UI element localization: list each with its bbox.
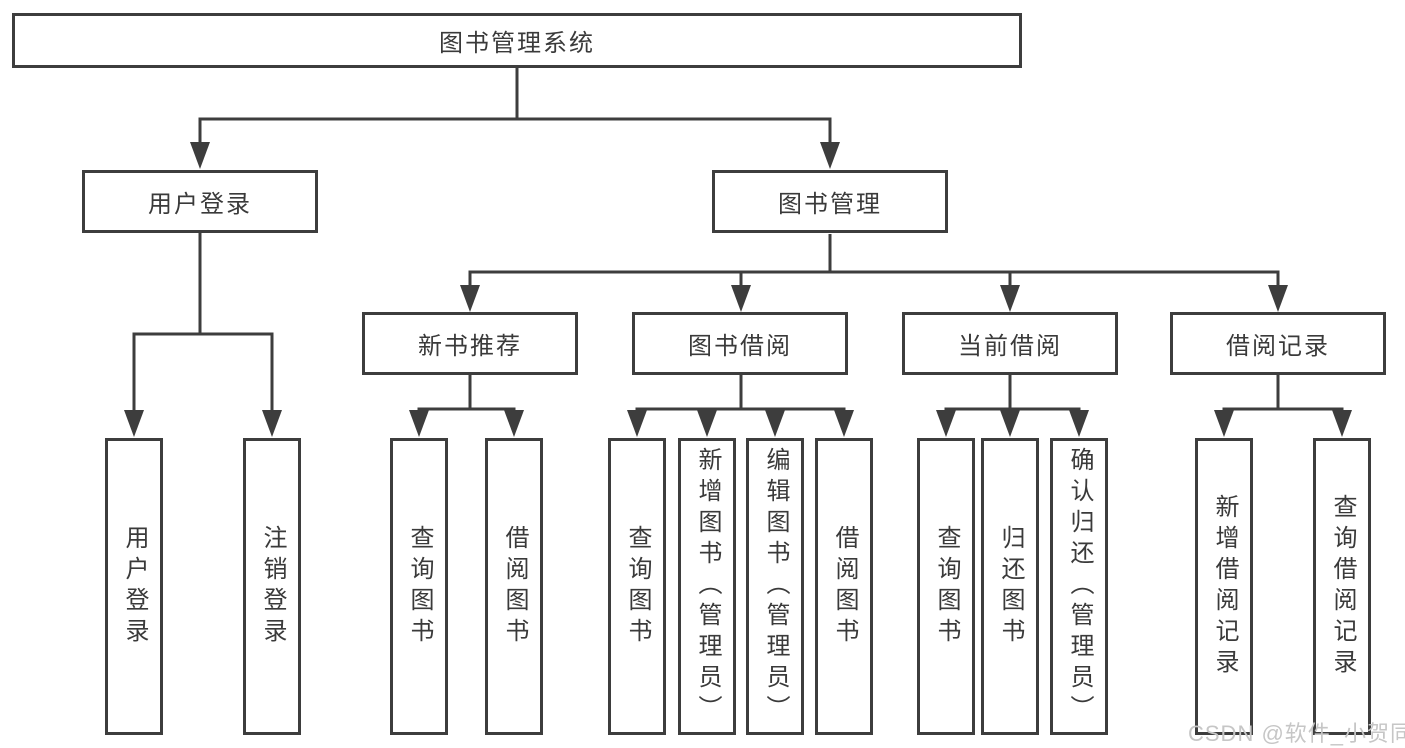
node-label: 用户登录: [121, 524, 148, 649]
arrowhead: [834, 410, 854, 437]
arrowhead: [1000, 410, 1020, 437]
arrowhead: [765, 410, 785, 437]
leaf-confirm-return-admin: 确认归还（管理员）: [1050, 438, 1108, 735]
csdn-watermark: CSDN @软件_小贺同学: [1188, 721, 1405, 746]
node-user-login: 用户登录: [82, 170, 318, 233]
node-label: 编辑图书（管理员）: [762, 447, 789, 726]
node-label: 当前借阅: [958, 333, 1062, 360]
node-label: 新书推荐: [418, 333, 522, 360]
node-borrowing-records: 借阅记录: [1170, 312, 1386, 375]
connector-userlogin-to-leaves: [132, 233, 274, 412]
arrowhead: [1332, 410, 1352, 437]
arrowhead: [697, 410, 717, 437]
arrowhead: [262, 410, 282, 437]
arrowhead: [731, 285, 751, 312]
node-label: 查询图书: [406, 524, 433, 649]
node-label: 注销登录: [259, 524, 286, 649]
node-label: 查询图书: [624, 524, 651, 649]
node-label: 归还图书: [997, 524, 1024, 649]
connector-root-to-level2: [198, 68, 832, 145]
connector-bookborrow-to-leaves: [635, 375, 846, 415]
node-book-borrowing: 图书借阅: [632, 312, 848, 375]
connector-bookmgmt-to-level3: [468, 234, 1280, 288]
arrowhead: [627, 410, 647, 437]
leaf-query-books-newbooks: 查询图书: [390, 438, 448, 735]
leaf-query-books-current: 查询图书: [917, 438, 975, 735]
node-library-management-system: 图书管理系统: [12, 13, 1022, 68]
arrowhead: [504, 410, 524, 437]
node-label: 借阅记录: [1226, 333, 1330, 360]
node-label: 新增借阅记录: [1211, 493, 1238, 680]
leaf-borrow-books-newbooks: 借阅图书: [485, 438, 543, 735]
leaf-add-borrow-record: 新增借阅记录: [1195, 438, 1253, 735]
leaf-borrow-books: 借阅图书: [815, 438, 873, 735]
node-label: 借阅图书: [831, 524, 858, 649]
node-book-management: 图书管理: [712, 170, 948, 233]
node-label: 图书管理: [778, 191, 882, 218]
node-label: 确认归还（管理员）: [1066, 447, 1093, 726]
leaf-return-books: 归还图书: [981, 438, 1039, 735]
node-new-book-recommendation: 新书推荐: [362, 312, 578, 375]
node-label: 借阅图书: [501, 524, 528, 649]
arrowhead: [936, 410, 956, 437]
arrowhead: [1214, 410, 1234, 437]
leaf-edit-books-admin: 编辑图书（管理员）: [746, 438, 804, 735]
arrowhead: [820, 142, 840, 169]
arrowhead: [1268, 285, 1288, 312]
arrowhead: [1069, 410, 1089, 437]
node-label: 用户登录: [148, 191, 252, 218]
leaf-user-login: 用户登录: [105, 438, 163, 735]
leaf-logout: 注销登录: [243, 438, 301, 735]
connector-newbooks-to-leaves: [417, 375, 516, 415]
arrowhead: [409, 410, 429, 437]
leaf-query-borrow-record: 查询借阅记录: [1313, 438, 1371, 735]
arrowhead: [124, 410, 144, 437]
arrowhead: [460, 285, 480, 312]
arrowhead: [190, 142, 210, 169]
leaf-query-books-borrow: 查询图书: [608, 438, 666, 735]
node-current-borrowing: 当前借阅: [902, 312, 1118, 375]
node-label: 新增图书（管理员）: [694, 447, 721, 726]
node-label: 查询图书: [933, 524, 960, 649]
arrowhead: [1000, 285, 1020, 312]
arrowheads: [124, 142, 1352, 437]
node-label: 图书管理系统: [439, 30, 595, 57]
connector-borrowrecords-to-leaves: [1222, 375, 1344, 415]
node-label: 查询借阅记录: [1329, 493, 1356, 680]
connector-currentborrow-to-leaves: [944, 375, 1081, 415]
node-label: 图书借阅: [688, 333, 792, 360]
leaf-add-books-admin: 新增图书（管理员）: [678, 438, 736, 735]
